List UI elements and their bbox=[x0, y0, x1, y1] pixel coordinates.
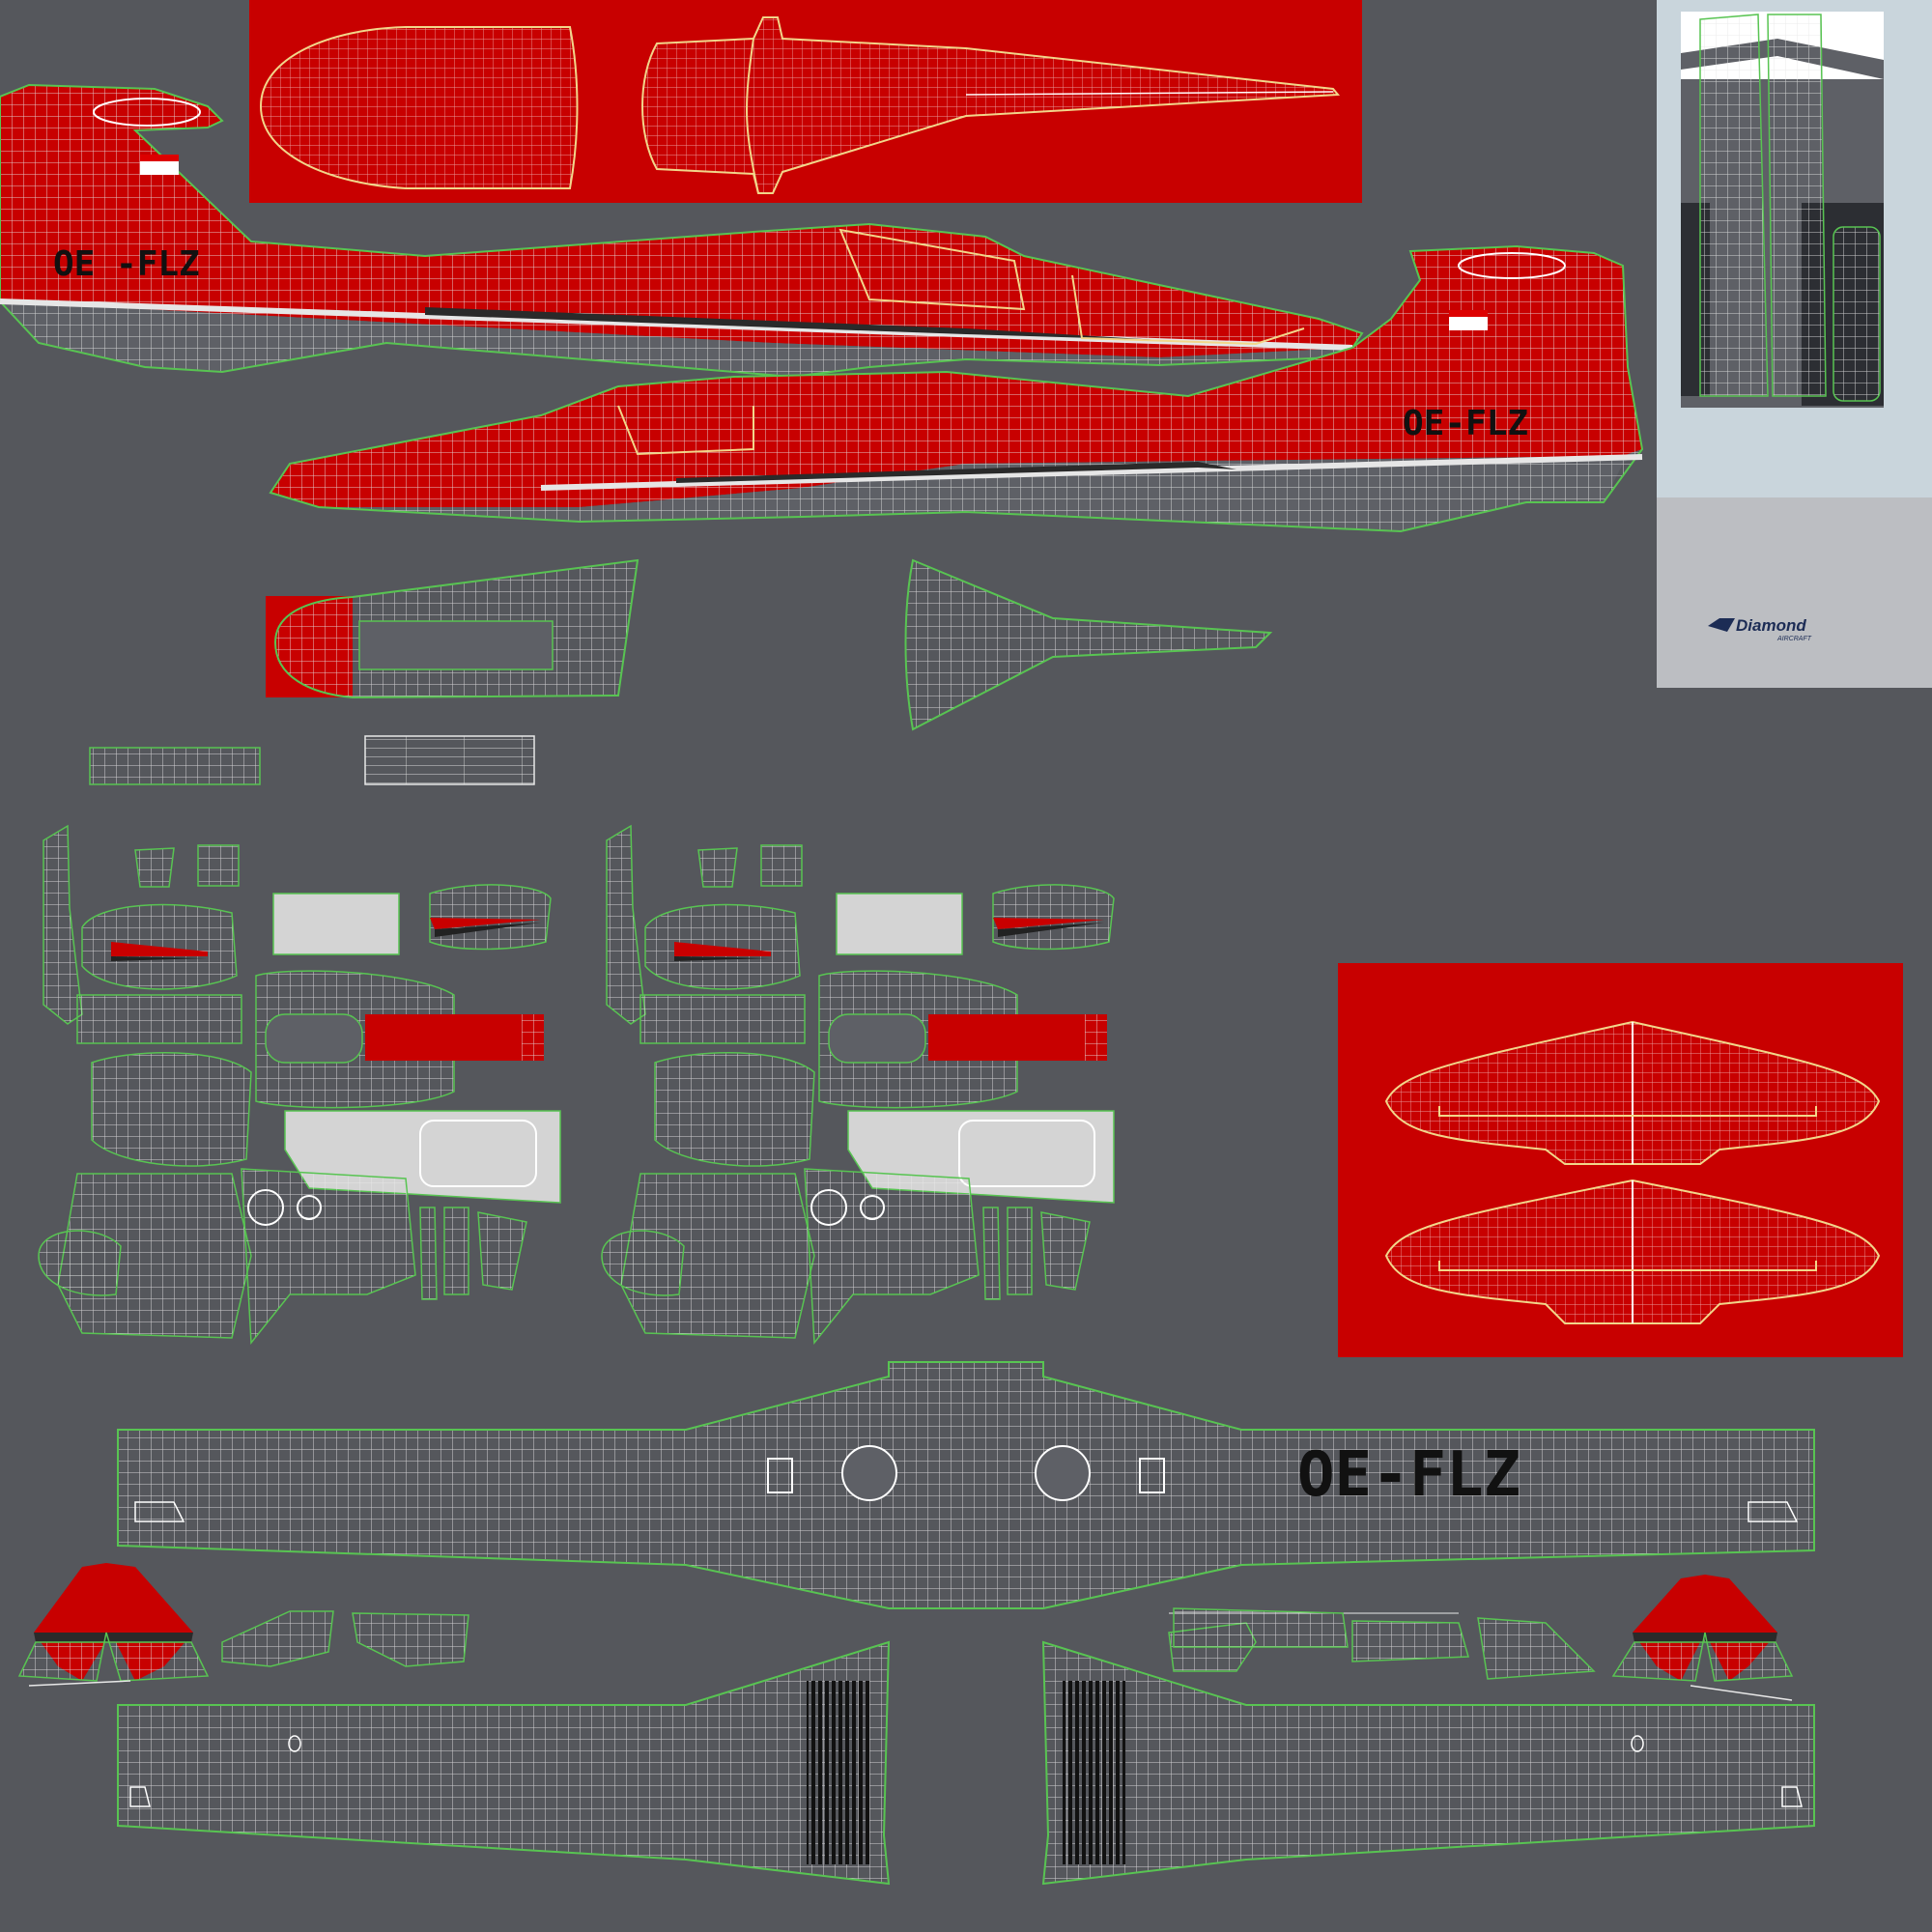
fuselage-side-right: OE-FLZ bbox=[269, 244, 1644, 533]
registration-left: OE -FLZ bbox=[53, 244, 200, 284]
registration-wing: OE-FLZ bbox=[1297, 1439, 1520, 1511]
nose-panels bbox=[89, 558, 1273, 785]
brand-logo: Diamond AIRCRAFT bbox=[1708, 616, 1812, 642]
brand-name: Diamond bbox=[1736, 616, 1806, 635]
wing-top: OE-FLZ bbox=[117, 1361, 1815, 1609]
fuselage-top-panel bbox=[249, 0, 1362, 203]
diamond-logo-icon bbox=[1708, 618, 1735, 632]
brand-sub: AIRCRAFT bbox=[1776, 636, 1812, 642]
austria-flag-icon bbox=[1449, 317, 1488, 330]
interior-parts-right bbox=[601, 824, 1115, 1346]
placard-column: Diamond AIRCRAFT bbox=[1657, 0, 1932, 688]
wing-bottom-left bbox=[117, 1640, 891, 1886]
stabilizer-panel bbox=[1338, 963, 1903, 1357]
wing-tips bbox=[17, 1563, 1794, 1701]
fuselage-side-left: OE -FLZ bbox=[0, 83, 1364, 379]
interior-parts-left bbox=[38, 824, 561, 1346]
austria-flag-icon bbox=[140, 161, 179, 175]
registration-right: OE-FLZ bbox=[1403, 404, 1528, 443]
wing-bottom-right bbox=[1041, 1640, 1815, 1886]
